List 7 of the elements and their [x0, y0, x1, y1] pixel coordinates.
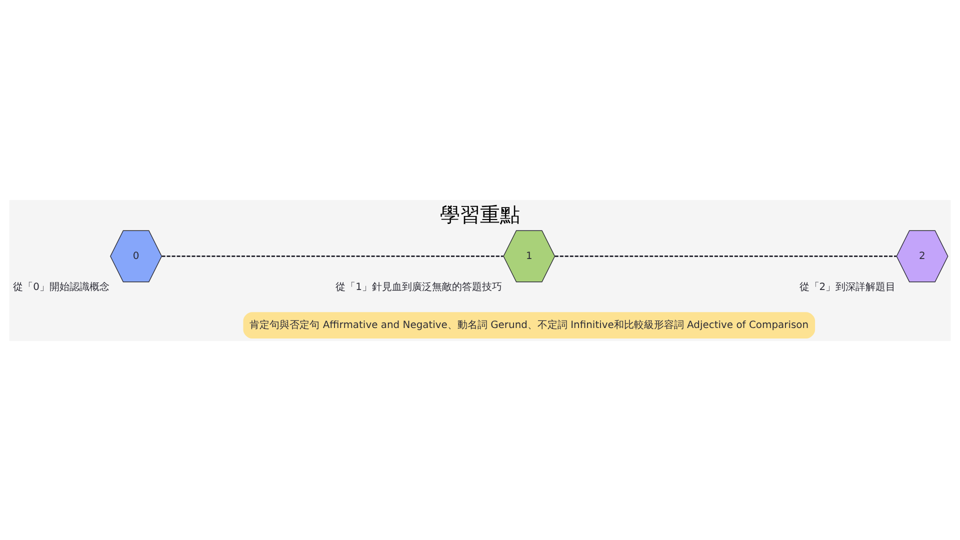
connector — [162, 255, 504, 256]
node-label: 從「0」開始認識概念 — [13, 281, 110, 292]
node-box: 肯定句與否定句 Affirmative and Negative、動名詞 Gerund、不定詞 Infinitive和比較級形容詞 Adjective of Comparison — [243, 312, 816, 338]
connector — [554, 255, 896, 256]
diagram-title: 學習重點 — [440, 203, 520, 226]
node-label: 從「1」針見血到廣泛無敵的答題技巧 — [336, 281, 502, 292]
node-label: 從「2」到深詳解題目 — [799, 281, 896, 292]
